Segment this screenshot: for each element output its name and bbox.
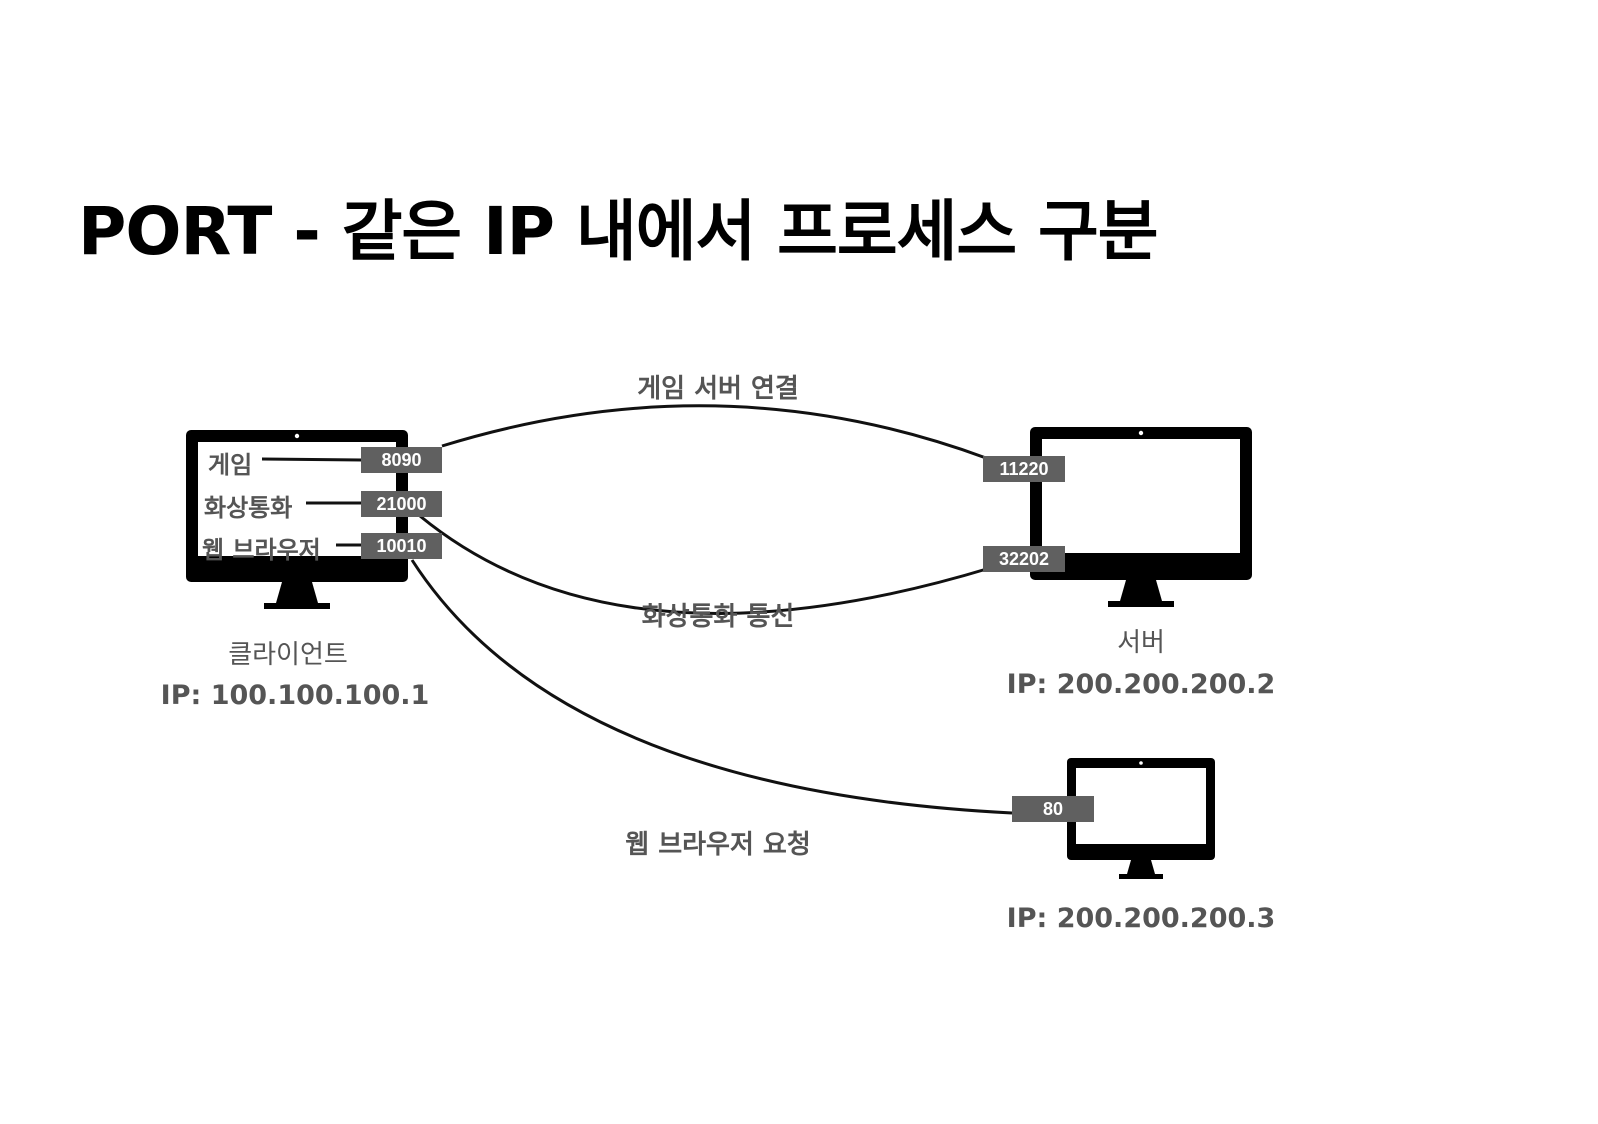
- web-server-monitor-icon: [1067, 758, 1215, 879]
- video-connection-label: 화상통화 통신: [641, 602, 795, 632]
- client-port-game-badge: 8090: [361, 447, 442, 473]
- game-connection-label: 게임 서버 연결: [637, 374, 799, 404]
- client-app-web-label: 웹 브라우저: [202, 536, 321, 564]
- web-server-ip-label: IP: 200.200.200.3: [1006, 903, 1276, 934]
- client-port-web-badge: 10010: [361, 533, 442, 559]
- web-connection-line: [410, 559, 1013, 815]
- client-app-game-label: 게임: [208, 451, 253, 479]
- client-ip-label: IP: 100.100.100.1: [160, 680, 430, 711]
- server-port-video-badge: 32202: [983, 546, 1065, 572]
- client-name-label: 클라이언트: [228, 640, 348, 670]
- video-connection-line: [419, 514, 991, 615]
- slide-title: PORT - 같은 IP 내에서 프로세스 구분: [78, 193, 1158, 270]
- web-server-port-badge: 80: [1012, 796, 1094, 822]
- server-ip-label: IP: 200.200.200.2: [1006, 669, 1276, 700]
- server-name-label: 서버: [1117, 628, 1165, 658]
- server-port-game-badge: 11220: [983, 456, 1065, 482]
- client-port-video-badge: 21000: [361, 491, 442, 517]
- game-connection-line: [441, 404, 987, 460]
- client-app-video-label: 화상통화: [204, 494, 293, 522]
- server-monitor-icon: [1030, 427, 1252, 607]
- game-leader-line: [261, 457, 363, 462]
- web-connection-label: 웹 브라우저 요청: [625, 830, 811, 860]
